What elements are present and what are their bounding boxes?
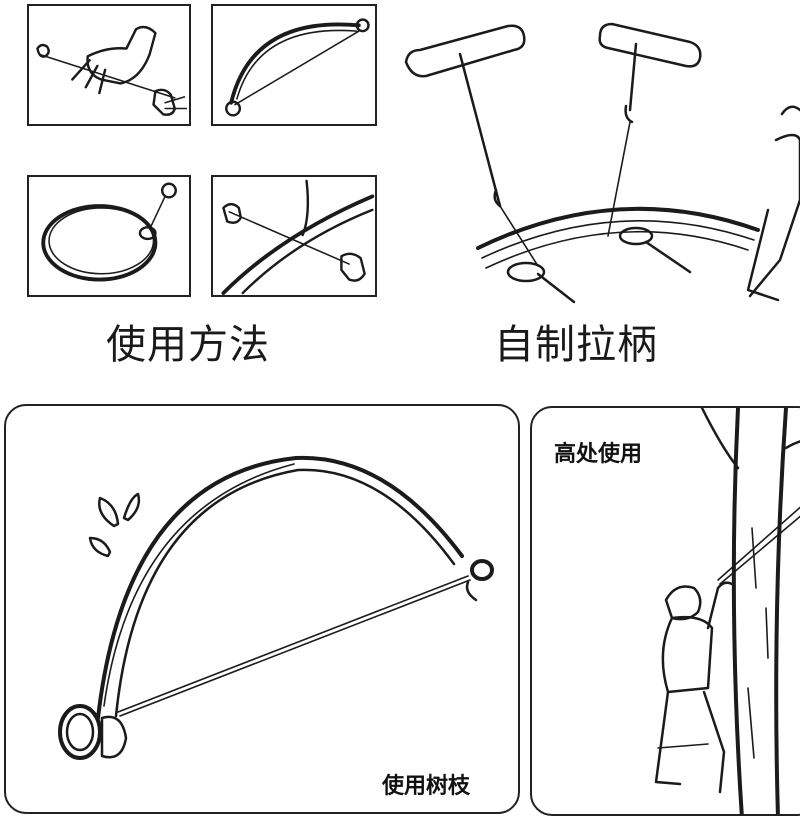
caption-usage-method: 使用方法 [106,322,270,368]
hand-pull-illustration [36,25,188,116]
left-t-handle-icon [404,24,526,78]
caption-diy-handle: 自制拉柄 [494,322,658,368]
usage-panel-bow-saw [211,4,377,126]
usage-panel-tree-cut [211,175,377,297]
diy-handle-illustration [398,10,800,320]
label-use-on-branch: 使用树枝 [382,774,471,799]
usage-panel-coiled-wire [27,175,191,297]
label-high-place-use: 高处使用 [554,442,643,467]
card-high-place-use: 高处使用 [530,406,800,816]
tree-cut-illustration [221,179,375,295]
card-use-on-branch: 使用树枝 [4,404,520,814]
high-place-use-illustration [654,408,800,814]
right-t-handle-icon [598,22,702,68]
coiled-wire-illustration [41,182,177,282]
branch-bow-saw-illustration [58,455,494,760]
bow-saw-illustration [225,18,370,117]
usage-panel-hand-pull [27,4,191,126]
